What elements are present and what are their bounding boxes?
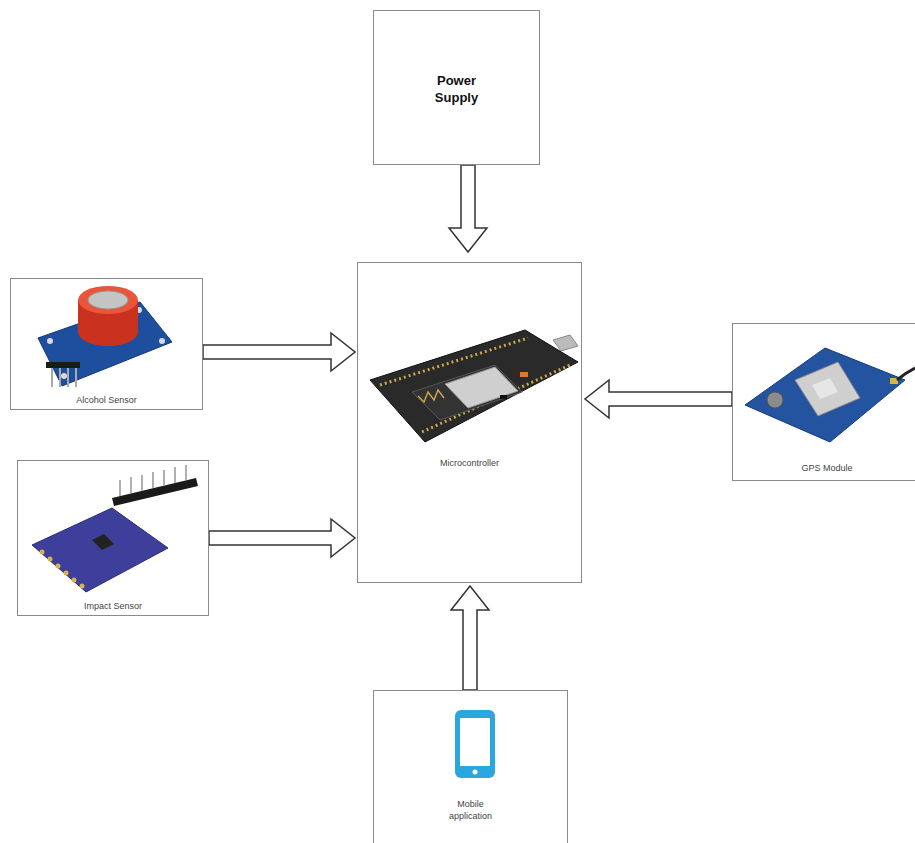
- microcontroller-illustration: [520, 372, 528, 377]
- phone-icon: [460, 718, 490, 766]
- impact-sensor-illustration: [141, 475, 143, 491]
- phone-icon: [473, 770, 478, 775]
- alcohol-sensor-illustration: [159, 338, 165, 344]
- alcohol-sensor-illustration: [88, 291, 128, 309]
- impact-sensor-illustration: [32, 508, 168, 592]
- impact-sensor-illustration: [185, 465, 187, 480]
- alcohol-sensor-illustration: [46, 362, 80, 368]
- alcohol-sensor-illustration: [51, 368, 53, 387]
- node-label: Power Supply: [422, 73, 492, 107]
- gps-module-illustration: [767, 392, 783, 408]
- gps-box: GPS Module: [732, 323, 915, 481]
- gps-module-illustration: [745, 348, 905, 442]
- impact-sensor-illustration: [32, 465, 198, 592]
- microcontroller-illustration: [553, 335, 578, 351]
- impact-sensor-illustration: [92, 534, 114, 550]
- microcontroller-illustration: [500, 395, 507, 399]
- impact-sensor-illustration: [174, 467, 176, 483]
- microcontroller-illustration: [445, 367, 518, 408]
- microcontroller-illustration: [370, 330, 578, 442]
- microcontroller-illustration: [412, 365, 522, 420]
- power-supply-box: Power Supply: [373, 10, 540, 165]
- alcohol-sensor-illustration: [75, 368, 77, 387]
- gps-module-illustration: [897, 368, 915, 380]
- phone-icon: [455, 710, 495, 778]
- impact-sensor-illustration: [80, 584, 85, 589]
- alcohol-sensor-illustration: [67, 368, 69, 387]
- block-arrow: [449, 165, 487, 252]
- impact-sensor-illustration: [152, 472, 154, 488]
- node-label: Microcontroller: [358, 458, 581, 470]
- block-arrow: [451, 586, 489, 690]
- sensor-box: Alcohol Sensor: [10, 278, 203, 410]
- block-arrow: [203, 333, 355, 371]
- impact-sensor-illustration: [48, 557, 53, 562]
- node-label: Impact Sensor: [18, 601, 208, 613]
- mobile-app-box: Mobile application: [373, 690, 568, 843]
- impact-sensor-illustration: [56, 564, 61, 569]
- impact-sensor-illustration: [130, 477, 132, 493]
- alcohol-sensor-illustration: [38, 286, 172, 387]
- gps-module-illustration: [795, 362, 860, 416]
- impact-sensor-illustration: [40, 550, 45, 555]
- alcohol-sensor-illustration: [59, 368, 61, 387]
- alcohol-sensor-illustration: [47, 338, 53, 344]
- gps-module-illustration: [812, 378, 838, 399]
- phone-icon: [455, 710, 495, 778]
- node-label: Mobile application: [441, 799, 501, 822]
- sensor-box: Impact Sensor: [17, 460, 209, 616]
- microcontroller-box: Microcontroller: [357, 262, 582, 583]
- impact-sensor-illustration: [112, 478, 198, 506]
- impact-sensor-illustration: [72, 578, 77, 583]
- microcontroller-illustration: [418, 390, 444, 402]
- microcontroller-illustration: [370, 330, 578, 442]
- gps-module-illustration: [745, 348, 915, 442]
- alcohol-sensor-illustration: [78, 286, 138, 314]
- impact-sensor-illustration: [119, 480, 121, 496]
- block-arrow: [209, 519, 355, 557]
- node-label: Alcohol Sensor: [11, 395, 202, 407]
- impact-sensor-illustration: [163, 470, 165, 486]
- alcohol-sensor-illustration: [61, 373, 67, 379]
- node-label: GPS Module: [733, 463, 915, 475]
- impact-sensor-illustration: [64, 571, 69, 576]
- block-arrow: [585, 380, 732, 418]
